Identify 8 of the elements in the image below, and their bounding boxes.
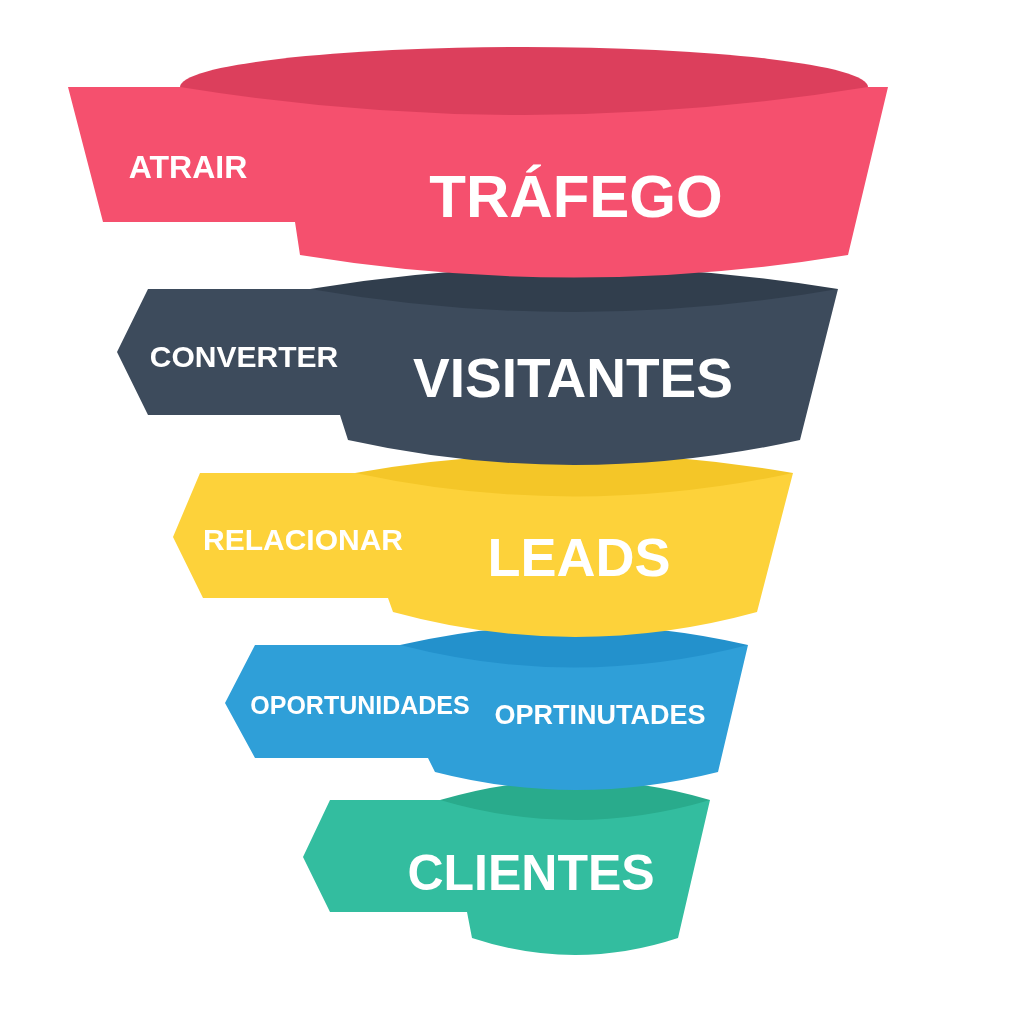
step-label: RELACIONAR [203,525,403,555]
step-label: CONVERTER [149,342,339,372]
stage-title: OPRTINUTADES [494,701,706,729]
stage-title: VISITANTES [413,350,733,406]
step-label: OPORTUNIDADES [250,692,470,718]
step-label: ATRAIR [128,151,248,183]
stage-title: CLIENTES [407,848,655,898]
stage-title: LEADS [487,530,671,584]
